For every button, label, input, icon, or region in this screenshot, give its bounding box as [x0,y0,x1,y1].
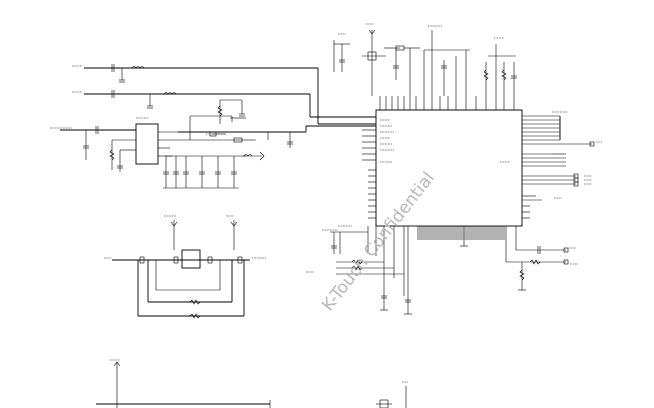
input-line-2 [84,90,376,118]
watermark-text: K-Touch Confidential [318,168,439,315]
soc-left-pins [362,129,376,219]
soc-top-pins [379,96,515,110]
audio-amp-ic [60,123,190,172]
main-soc-ic [375,109,523,227]
net-label-marks [50,23,602,383]
regulator-block [112,220,250,319]
top-supply-network [333,29,517,96]
cap-bank [163,132,293,189]
soc-bottom-pins [417,226,505,240]
input-line-1 [84,64,376,125]
bottom-fragments [96,361,407,408]
amp-output-bus [178,99,376,143]
soc-right-pins [522,115,595,219]
soc-bottom-left-nets [330,226,412,315]
